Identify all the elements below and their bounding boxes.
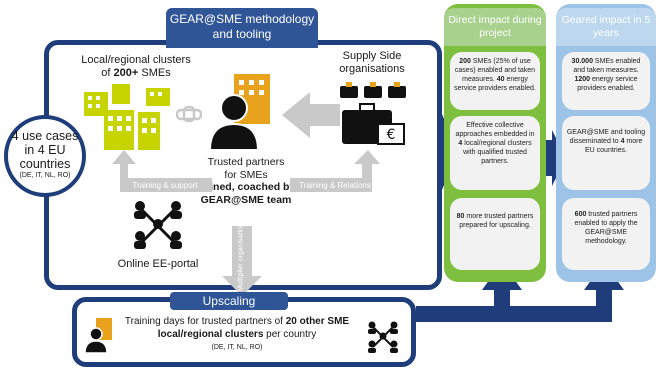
geared-card3-num: 600 <box>574 211 587 218</box>
geared-card2-text2: more EU countries. <box>584 138 643 154</box>
direct-card1-text: SMEs (25% of use cases) enabled and take… <box>454 58 536 83</box>
supply-side-label: Supply Side organisations <box>339 50 405 75</box>
training-support-label: Training & support <box>132 181 198 190</box>
direct-card2-text: Effective collective approaches embedded… <box>455 122 535 138</box>
direct-card-3: 80 more trusted partners prepared for up… <box>450 198 540 270</box>
trusted-line1: Trusted partners <box>207 156 285 168</box>
clusters-label-of: of <box>101 67 114 79</box>
methodology-title: GEAR@SME methodology and tooling <box>166 8 318 48</box>
network-icon <box>134 201 182 249</box>
geared-card2-text: GEAR@SME and tooling disseminated to <box>566 129 646 145</box>
buildings-icon <box>84 84 170 150</box>
geared-card2-num: 4 <box>620 138 625 145</box>
svg-text:€: € <box>387 127 396 143</box>
clusters-count: 200+ <box>113 67 139 79</box>
geared-card1-num: 30.000 <box>571 58 593 65</box>
upscaling-text: Training days for trusted partners of 20… <box>112 316 362 355</box>
training-relations-label: Training & Relations <box>299 181 371 190</box>
portal-label: Online EE-portal <box>117 258 199 270</box>
use-cases-text: 4 use cases in 4 EU countries <box>11 129 79 171</box>
upscaling-text-pre: Training days for trusted partners of <box>124 316 286 327</box>
direct-card-1: 200 SMEs (25% of use cases) enabled and … <box>450 52 540 110</box>
geared-card-1: 30.000 SMEs enabled and taken measures. … <box>562 52 650 110</box>
trusted-partner-icon <box>208 74 270 151</box>
geared-card-2: GEAR@SME and tooling disseminated to 4 m… <box>562 116 650 190</box>
geared-card1-num2: 1200 <box>574 76 591 83</box>
briefcases-icon: € <box>340 82 406 145</box>
trusted-bold: trained, coached by GEAR@SME team <box>196 181 296 206</box>
direct-card1-text2: energy service providers enabled. <box>454 76 536 92</box>
trusted-partners-label: Trusted partners for SMEs trained, coach… <box>196 156 296 206</box>
direct-card1-num: 200 <box>459 58 471 65</box>
supply-arrow <box>282 92 340 138</box>
upscaling-text-post: per country <box>263 328 317 340</box>
clusters-label-line1: Local/regional clusters <box>81 54 191 66</box>
use-cases-circle: 4 use cases in 4 EU countries (DE, IT, N… <box>4 115 86 197</box>
direct-card3-num: 80 <box>456 213 465 220</box>
geared-card1-text2: energy service providers enabled. <box>577 76 638 92</box>
upscale-connector <box>416 262 624 322</box>
clusters-label: Local/regional clusters of 200+ SMEs <box>76 54 196 80</box>
upscaling-title: Upscaling <box>170 292 288 310</box>
upscaling-partner-icon <box>84 318 112 354</box>
training-relations-arrow <box>290 150 380 192</box>
multiplier-arrow <box>222 226 262 296</box>
geared-card3-text: trusted partners enabled to apply the GE… <box>574 211 638 245</box>
upscaling-network-icon <box>368 321 398 353</box>
geared-card1-text: SMEs enabled and taken measures. <box>573 58 641 74</box>
direct-card2-text2: local/regional clusters with qualified t… <box>462 140 532 165</box>
geared-impact-header: Geared impact in 5 years <box>556 8 656 46</box>
trusted-line2: for SMEs <box>224 168 268 181</box>
upscaling-countries: (DE, IT, NL, RO) <box>211 344 263 351</box>
clusters-label-smes: SMEs <box>138 67 171 79</box>
direct-card2-num: 4 <box>458 140 463 147</box>
direct-card1-num2: 40 <box>496 76 505 83</box>
geared-card-3: 600 trusted partners enabled to apply th… <box>562 198 650 270</box>
direct-card3-text: more trusted partners prepared for upsca… <box>459 213 534 229</box>
link-icon <box>176 105 202 123</box>
upscaling-text-bold: 20 other SME local/regional clusters <box>157 316 350 340</box>
training-support-arrow <box>112 150 212 192</box>
use-cases-countries: (DE, IT, NL, RO) <box>19 172 71 179</box>
direct-card-2: Effective collective approaches embedded… <box>450 116 540 190</box>
direct-impact-header: Direct impact during project <box>444 8 546 46</box>
